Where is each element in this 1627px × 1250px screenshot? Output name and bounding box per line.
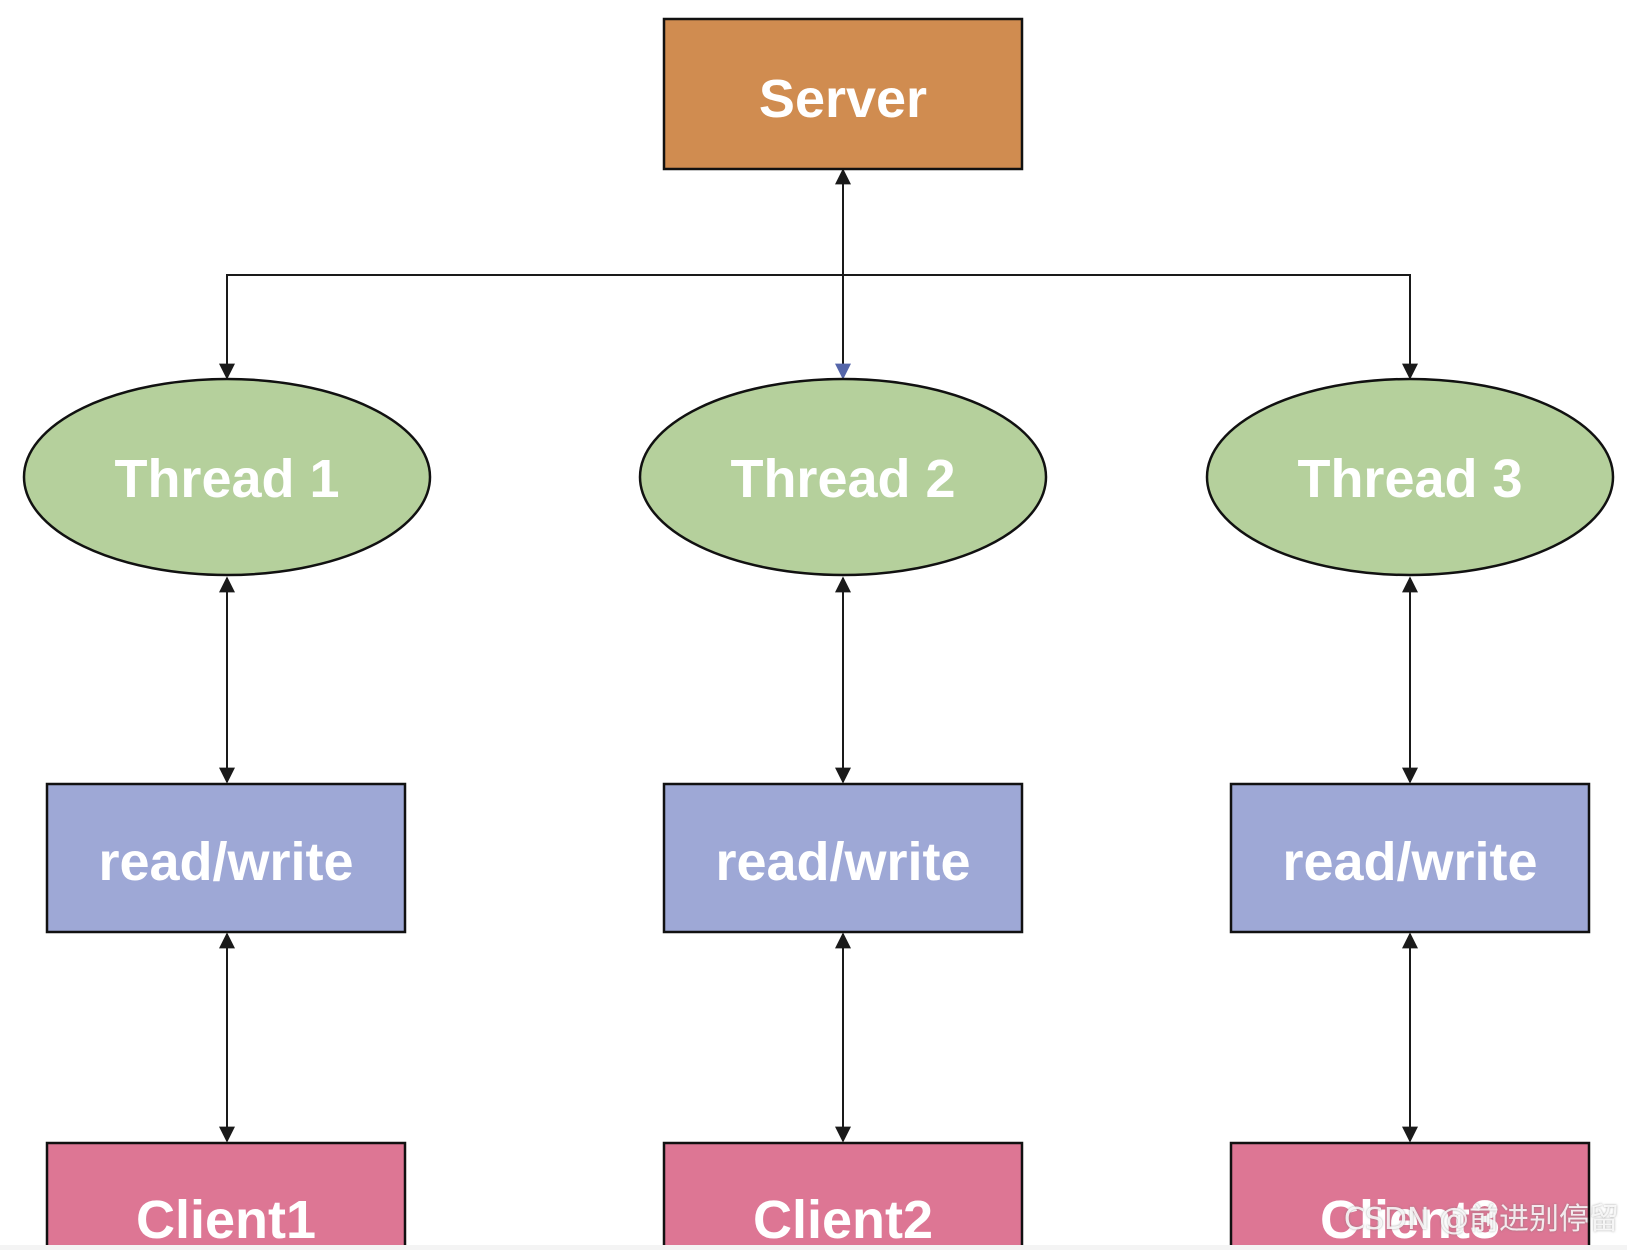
client-node-3: Client3: [1229, 1141, 1591, 1250]
client-node-1: Client1: [45, 1141, 407, 1250]
edge-bus-thread3: [843, 274, 1418, 380]
edge-bus-thread1: [219, 274, 843, 380]
client-node-2: Client2: [662, 1141, 1024, 1250]
thread-node-3: Thread 3: [1205, 377, 1615, 577]
thread-3-ellipse: [1205, 377, 1615, 577]
thread-node-2: Thread 2: [638, 377, 1048, 577]
server-label: Server: [759, 69, 927, 129]
thread-node-1: Thread 1: [22, 377, 432, 577]
server-box: [662, 17, 1024, 171]
client-2-label: Client2: [753, 1190, 933, 1250]
thread-2-label: Thread 2: [730, 449, 955, 509]
io-node-1: read/write: [45, 782, 407, 934]
edges: [219, 168, 1418, 1143]
client-1-label: Client1: [136, 1190, 316, 1250]
client-2-box: [662, 1141, 1024, 1250]
io-3-label: read/write: [1282, 832, 1537, 892]
bottom-strip: [0, 1245, 1627, 1250]
io-node-2: read/write: [662, 782, 1024, 934]
io-1-box: [45, 782, 407, 934]
io-2-box: [662, 782, 1024, 934]
client-3-box: [1229, 1141, 1591, 1250]
thread-3-label: Thread 3: [1297, 449, 1522, 509]
server-node: Server: [662, 17, 1024, 171]
thread-1-label: Thread 1: [114, 449, 339, 509]
thread-2-ellipse: [638, 377, 1048, 577]
watermark: CSDN @前进别停留: [1343, 1202, 1619, 1237]
client-1-box: [45, 1141, 407, 1250]
io-node-3: read/write: [1229, 782, 1591, 934]
io-1-label: read/write: [98, 832, 353, 892]
io-2-label: read/write: [715, 832, 970, 892]
client-3-label: Client3: [1320, 1190, 1500, 1250]
io-3-box: [1229, 782, 1591, 934]
thread-1-ellipse: [22, 377, 432, 577]
